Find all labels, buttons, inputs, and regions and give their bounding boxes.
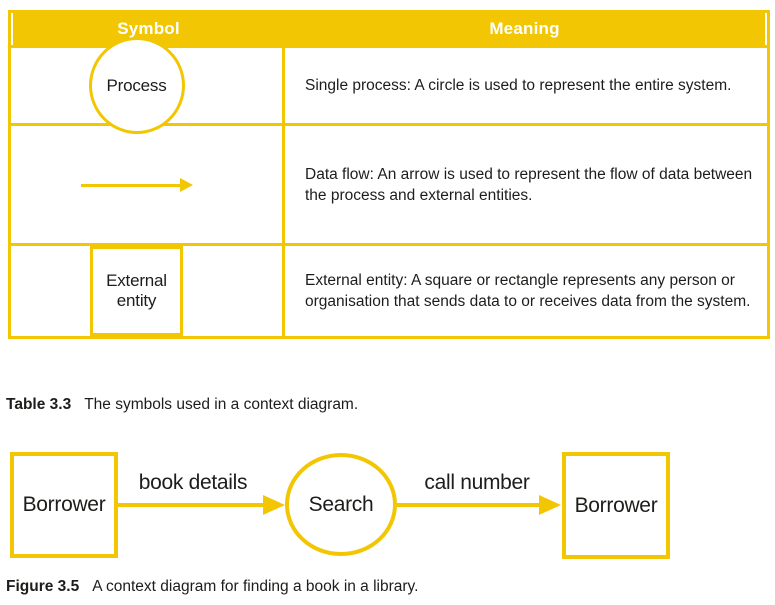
table-caption-text: The symbols used in a context diagram. — [84, 396, 359, 413]
borrower-node-right: Borrower — [562, 452, 670, 559]
symbol-cell-external-entity: External entity — [11, 246, 285, 336]
column-header-symbol: Symbol — [117, 19, 180, 38]
flow-arrow-call-number-head — [539, 495, 561, 515]
borrower-node-label: Borrower — [22, 493, 106, 516]
meaning-text-single-process: Single process: A circle is used to repr… — [305, 77, 732, 94]
flow-arrow-book-details-head — [263, 495, 285, 515]
arrow-head — [179, 177, 193, 192]
symbol-cell-process: Process — [11, 37, 285, 134]
borrower-node-left: Borrower — [10, 452, 118, 558]
table-row: Process Single process: A circle is used… — [11, 37, 767, 134]
meaning-text-data-flow: Data flow: An arrow is used to represent… — [305, 165, 753, 204]
flow-arrow-book-details-shaft — [118, 503, 264, 507]
symbols-table: Symbol Meaning Process Single process: A… — [8, 10, 770, 339]
search-process-node: Search — [285, 453, 397, 556]
external-entity-symbol-label: External entity — [106, 271, 167, 310]
data-flow-arrow-icon — [80, 177, 193, 193]
meaning-cell: Single process: A circle is used to repr… — [285, 48, 767, 123]
table-caption: Table 3.3 The symbols used in a context d… — [6, 396, 358, 414]
flow-label-book-details: book details — [138, 471, 248, 494]
symbol-cell-data-flow — [11, 126, 285, 243]
figure-caption-text: A context diagram for finding a book in … — [92, 578, 419, 595]
meaning-cell: Data flow: An arrow is used to represent… — [285, 126, 767, 243]
figure-caption-number: Figure 3.5 — [6, 578, 80, 595]
process-circle-icon: Process — [88, 37, 185, 134]
search-node-label: Search — [308, 492, 374, 516]
process-symbol-label: Process — [106, 75, 167, 95]
figure-caption: Figure 3.5 A context diagram for finding … — [6, 578, 418, 596]
external-entity-rectangle-icon: External entity — [90, 246, 183, 336]
table-row: Data flow: An arrow is used to represent… — [11, 123, 767, 243]
column-header-meaning: Meaning — [489, 19, 560, 38]
meaning-cell: External entity: A square or rectangle r… — [285, 246, 767, 336]
meaning-text-external-entity: External entity: A square or rectangle r… — [305, 272, 751, 310]
table-row: External entity External entity: A squar… — [11, 243, 767, 336]
flow-label-call-number: call number — [424, 471, 530, 494]
table-caption-number: Table 3.3 — [6, 396, 72, 413]
arrow-shaft — [80, 183, 181, 187]
borrower-node-label: Borrower — [574, 493, 658, 517]
flow-arrow-call-number-shaft — [397, 503, 540, 507]
